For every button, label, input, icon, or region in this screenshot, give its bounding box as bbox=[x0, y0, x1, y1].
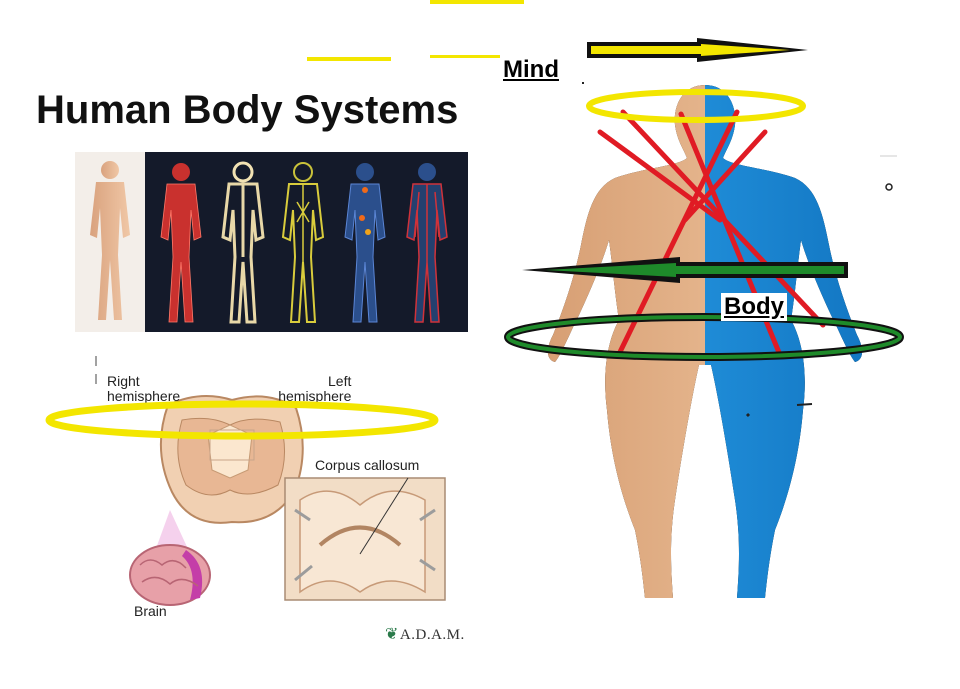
right-hemisphere-label: Right hemisphere bbox=[107, 373, 181, 404]
body-systems-figures bbox=[75, 152, 468, 332]
mind-body-figure bbox=[505, 80, 915, 610]
mind-label: Mind bbox=[503, 56, 559, 83]
dot-mark bbox=[745, 412, 751, 418]
top-dash-2 bbox=[307, 57, 391, 61]
corpus-callosum-label: Corpus callosum bbox=[315, 457, 420, 473]
figure-endocrine bbox=[344, 163, 386, 323]
head-halo-ring bbox=[586, 89, 806, 123]
body-arrow-icon bbox=[522, 257, 848, 283]
left-hemisphere-label: Left hemisphere bbox=[278, 373, 352, 404]
brain-halo-ring bbox=[45, 400, 439, 440]
body-systems-image bbox=[75, 152, 468, 332]
small-circle-mark bbox=[885, 183, 893, 191]
waist-ring bbox=[506, 315, 902, 359]
mind-arrow-icon bbox=[587, 38, 808, 62]
adam-leaf-icon: ❦ bbox=[385, 626, 399, 643]
figure-skeletal bbox=[221, 161, 265, 324]
body-label: Body bbox=[721, 293, 787, 321]
brain-label: Brain bbox=[134, 603, 167, 619]
top-dash-3 bbox=[430, 55, 500, 58]
page-title: Human Body Systems bbox=[36, 88, 459, 132]
figure-muscular bbox=[160, 163, 202, 323]
split-body-illustration bbox=[547, 85, 863, 598]
figure-circulatory bbox=[406, 163, 448, 323]
figure-nervous bbox=[281, 162, 325, 323]
dash-mark bbox=[796, 403, 813, 406]
adam-logo: ❦A.D.A.M. bbox=[385, 626, 465, 643]
top-dash-1 bbox=[430, 0, 524, 4]
figure-skin bbox=[90, 161, 130, 320]
